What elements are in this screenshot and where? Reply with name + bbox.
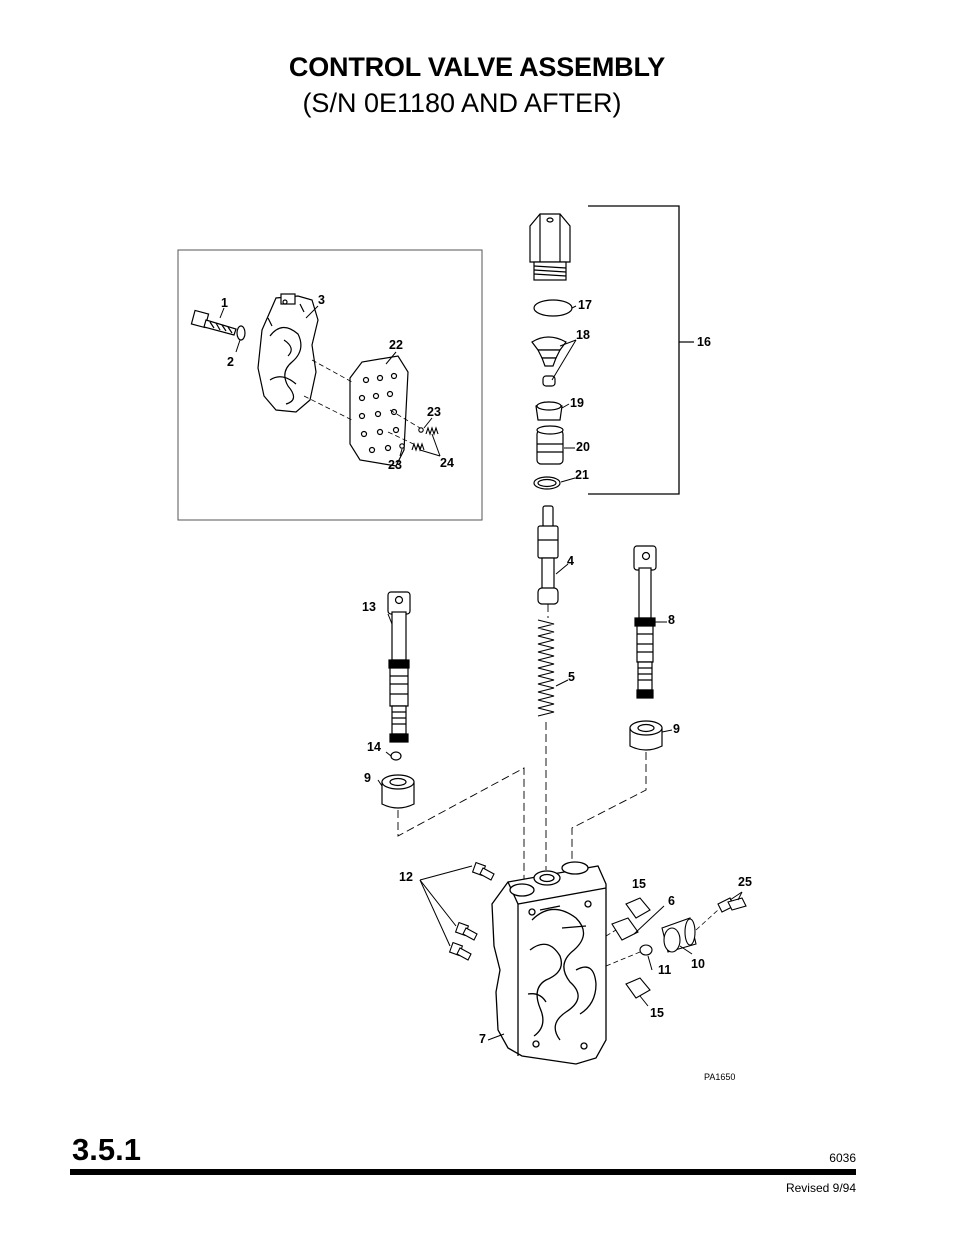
callout-13: 13 — [362, 600, 376, 614]
relief-valve-parts — [531, 299, 573, 490]
callout-15-bottom: 15 — [650, 1006, 664, 1020]
callout-8: 8 — [668, 613, 675, 627]
inset-washer — [236, 325, 246, 341]
section-number: 3.5.1 — [72, 1132, 141, 1167]
callout-22: 22 — [389, 338, 403, 352]
callout-7: 7 — [479, 1032, 486, 1046]
callout-9-right: 9 — [673, 722, 680, 736]
callout-9-left: 9 — [364, 771, 371, 785]
callout-19: 19 — [570, 396, 584, 410]
valve-body-7 — [491, 861, 607, 1065]
callout-1: 1 — [221, 296, 228, 310]
main-leaders — [377, 305, 743, 1041]
callout-6: 6 — [668, 894, 675, 908]
inset-gasket-plate — [349, 355, 409, 467]
spool-13 — [387, 591, 411, 761]
callout-3: 3 — [318, 293, 325, 307]
detent-alignment-lines — [605, 909, 719, 967]
callout-5: 5 — [568, 670, 575, 684]
page-subtitle: (S/N 0E1180 AND AFTER) — [302, 88, 622, 118]
callout-16: 16 — [697, 335, 711, 349]
callout-18: 18 — [576, 328, 590, 342]
retainer-9-right — [629, 720, 663, 751]
spring-5 — [537, 619, 555, 717]
bracket-16 — [588, 205, 680, 495]
callout-17: 17 — [578, 298, 592, 312]
callout-25: 25 — [738, 875, 752, 889]
main-alignment-lines — [397, 604, 647, 884]
callout-4: 4 — [567, 554, 574, 568]
callout-23-top: 23 — [427, 405, 441, 419]
footer-rule — [70, 1169, 856, 1175]
revised-date: Revised 9/94 — [785, 1181, 856, 1195]
spool-4 — [537, 505, 559, 605]
callout-24: 24 — [440, 456, 454, 470]
callout-11: 11 — [658, 963, 671, 977]
inset-bolt — [190, 309, 237, 336]
inset-valve-block — [257, 293, 319, 413]
callout-15-top: 15 — [632, 877, 646, 891]
inset-frame — [177, 249, 483, 521]
callout-14: 14 — [367, 740, 381, 754]
doc-number: 6036 — [829, 1151, 856, 1165]
page-title: CONTROL VALVE ASSEMBLY — [288, 52, 666, 82]
inset-leaders — [219, 305, 441, 457]
callout-20: 20 — [576, 440, 590, 454]
callout-2: 2 — [227, 355, 234, 369]
drawing-id: PA1650 — [704, 1072, 735, 1082]
detent-parts — [611, 897, 747, 999]
retainer-9-left — [381, 774, 415, 809]
inset-springs — [399, 426, 439, 452]
spool-8 — [633, 545, 657, 699]
inset-alignment-lines — [303, 359, 423, 449]
callout-10: 10 — [691, 957, 705, 971]
callout-23-bottom: 23 — [388, 458, 402, 472]
plugs-12 — [448, 861, 495, 961]
callout-12: 12 — [399, 870, 413, 884]
callout-21: 21 — [575, 468, 589, 482]
relief-valve-cap — [529, 213, 571, 281]
